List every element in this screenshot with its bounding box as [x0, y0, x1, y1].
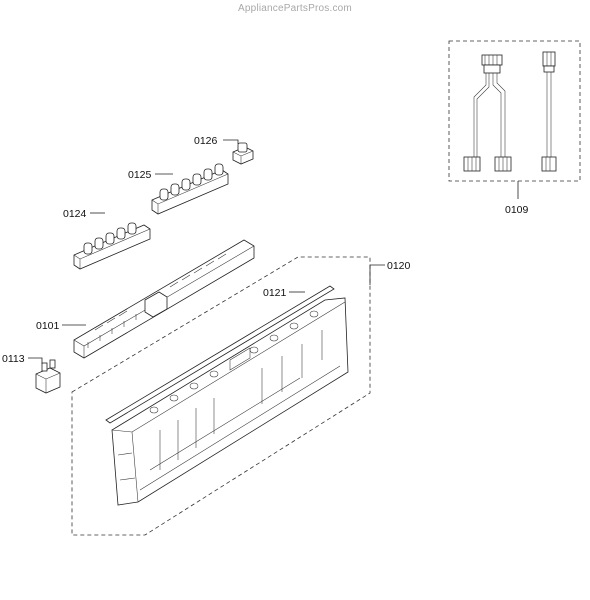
callout-0120: 0120 [387, 260, 411, 272]
housing-dashed-outline [71, 256, 371, 536]
part-0124-button-strip[interactable] [73, 222, 151, 270]
wiring-harness-group[interactable] [448, 40, 581, 199]
harness-connector-bottom-c [541, 156, 557, 172]
callout-0125: 0125 [128, 169, 152, 181]
part-0125-button-strip[interactable] [151, 163, 229, 215]
callout-0121: 0121 [263, 287, 287, 299]
harness-connector-top-b [542, 51, 556, 67]
callout-0109: 0109 [505, 204, 529, 216]
callout-0101: 0101 [36, 320, 60, 332]
callout-0124: 0124 [63, 208, 87, 220]
callout-0126: 0126 [194, 135, 218, 147]
callout-0113: 0113 [2, 353, 25, 365]
harness-dashed-box [448, 40, 581, 182]
watermark: AppliancePartsPros.com [238, 3, 352, 14]
part-0113-terminal[interactable] [35, 359, 61, 394]
part-0126-button[interactable] [232, 142, 254, 165]
part-0121-housing[interactable] [105, 285, 349, 506]
part-0101-control-board[interactable] [73, 239, 255, 359]
